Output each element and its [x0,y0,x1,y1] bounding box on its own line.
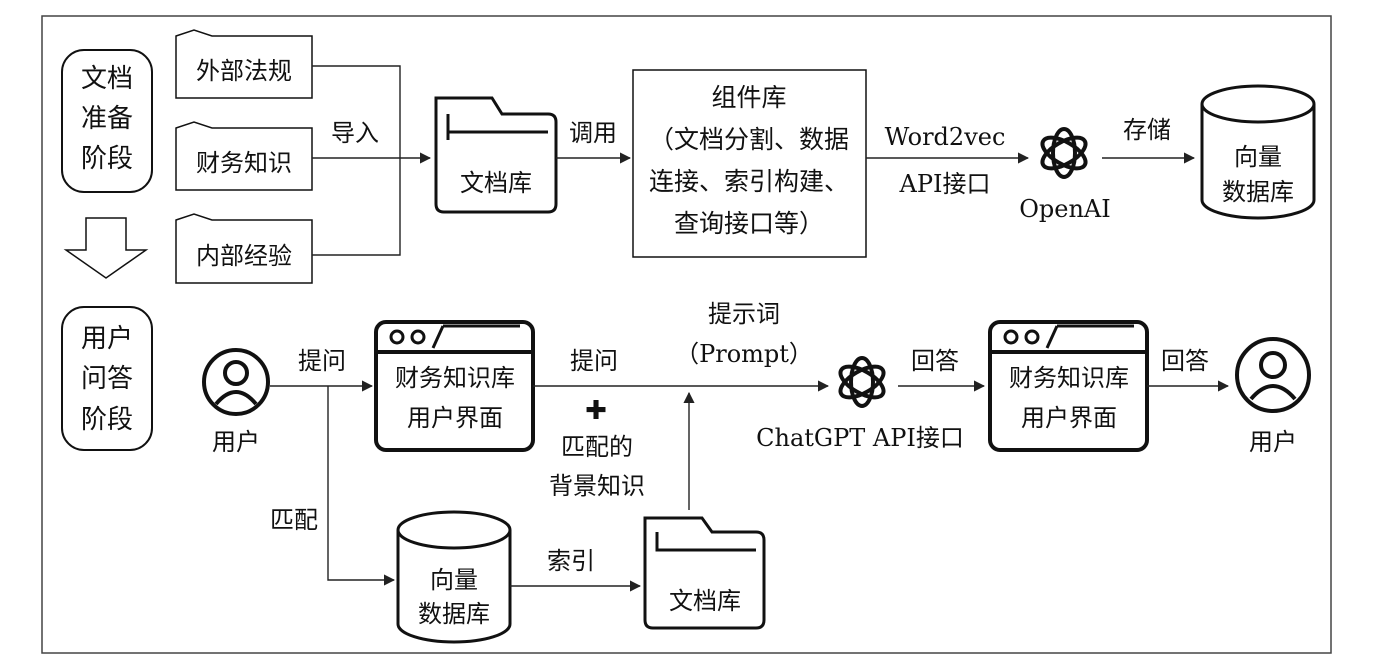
component-line-1: （文档分割、数据 [649,125,849,154]
svg-text:财务知识: 财务知识 [196,149,292,177]
vectordb-bottom-line-2: 数据库 [418,600,490,628]
label-call: 调用 [569,119,617,147]
label-word2vec: Word2vec [885,123,1006,151]
label-import: 导入 [331,119,379,147]
source-doc-external-regulations: 外部法规 [175,29,313,99]
label-prompt-line-1: 提示词 [708,300,780,328]
chatgpt-label: ChatGPT API接口 [756,424,964,452]
outer-frame [41,15,1332,654]
ui-left-line-2: 用户界面 [407,404,503,432]
ui-window-financial-kb-left: 财务知识库 用户界面 [374,320,535,452]
label-prompt-line-2: （Prompt） [675,340,813,368]
stage-prep-line-1: 文档 [81,64,133,94]
user-avatar-icon-right [1235,337,1311,413]
stage-prep-box: 文档 准备 阶段 [61,49,153,193]
stage-qa-line-1: 用户 [81,324,133,354]
label-index: 索引 [547,547,595,575]
database-icon-vector-bottom: 向量 数据库 [396,510,512,644]
vectordb-top-line-2: 数据库 [1222,178,1294,206]
docstore-bottom-label: 文档库 [669,587,741,615]
folder-icon-docstore-bottom: 文档库 [643,516,766,630]
docstore-label: 文档库 [460,169,532,197]
chatgpt-logo-icon [838,356,886,408]
connector-match [327,386,396,586]
plus-icon: ✚ [585,396,607,426]
label-answer-2: 回答 [1161,347,1209,375]
stage-qa-line-3: 阶段 [81,405,133,435]
user-label-right: 用户 [1249,428,1297,456]
label-ask-2: 提问 [570,347,618,375]
stage-transition-arrow [63,217,149,279]
source-doc-financial-knowledge: 财务知识 [175,121,313,191]
connector-regulations [312,65,401,256]
stage-prep-line-2: 准备 [81,104,133,134]
label-store: 存储 [1123,116,1171,144]
vectordb-bottom-line-1: 向量 [430,566,478,594]
ui-right-line-2: 用户界面 [1021,404,1117,432]
label-answer-1: 回答 [911,347,959,375]
svg-text:外部法规: 外部法规 [196,57,292,85]
ui-left-line-1: 财务知识库 [395,364,515,392]
ui-window-financial-kb-right: 财务知识库 用户界面 [988,320,1149,452]
stage-qa-line-2: 问答 [81,364,133,394]
label-matched-line-2: 背景知识 [549,472,645,500]
component-title: 组件库 [711,83,786,112]
label-match: 匹配 [270,506,318,534]
user-label-left: 用户 [212,428,260,456]
openai-logo-icon [1040,127,1088,179]
label-matched-line-1: 匹配的 [561,433,633,461]
component-line-2: 连接、索引构建、 [649,167,849,196]
source-doc-internal-experience: 内部经验 [175,213,313,284]
openai-label: OpenAI [1019,195,1111,223]
ui-right-line-1: 财务知识库 [1009,364,1129,392]
folder-icon-docstore: 文档库 [434,96,558,214]
stage-prep-line-3: 阶段 [81,144,133,174]
vectordb-top-line-1: 向量 [1234,143,1282,171]
component-line-3: 查询接口等） [674,209,824,238]
svg-text:内部经验: 内部经验 [196,242,292,270]
component-library-box: 组件库 （文档分割、数据 连接、索引构建、 查询接口等） [632,69,867,258]
user-avatar-icon-left [202,348,270,416]
stage-qa-box: 用户 问答 阶段 [61,306,153,451]
label-ask: 提问 [298,347,346,375]
label-api-interface: API接口 [899,170,991,198]
database-icon-vector-top: 向量 数据库 [1200,84,1316,220]
